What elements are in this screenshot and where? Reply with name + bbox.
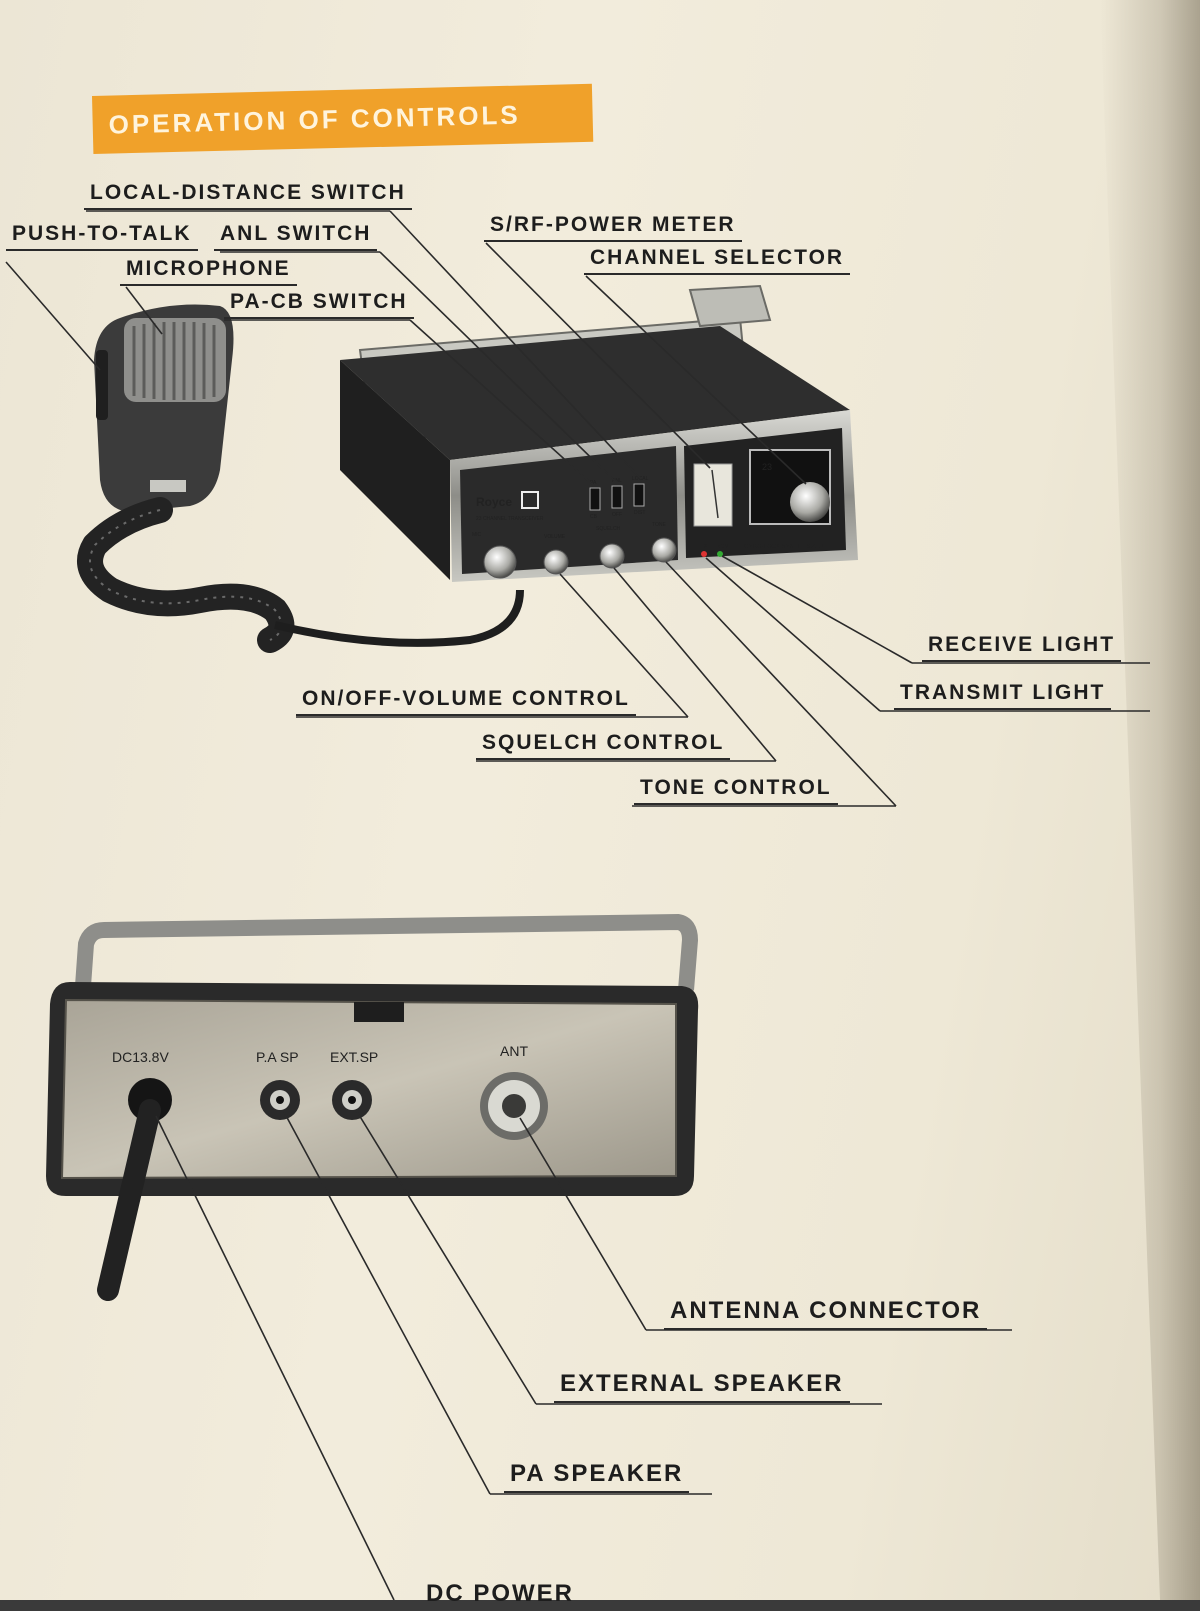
callout-microphone: MICROPHONE [120, 257, 297, 286]
switch-anl-label: ANL [612, 478, 622, 484]
switch-local-label: LOCAL [632, 476, 649, 482]
volume-label: VOLUME [544, 534, 566, 540]
squelch-label: SQUELCH [596, 526, 621, 532]
tone-label: TONE [652, 522, 666, 528]
callout-anl-switch: ANL SWITCH [214, 222, 378, 251]
callout-squelch-control: SQUELCH CONTROL [476, 731, 731, 760]
callout-transmit-light: TRANSMIT LIGHT [894, 681, 1112, 710]
callout-pa-cb-switch: PA-CB SWITCH [224, 290, 414, 319]
switch-pa-label: PA [590, 480, 597, 486]
brand-label: Royce [476, 495, 512, 509]
callout-receive-light: RECEIVE LIGHT [922, 633, 1122, 662]
mic-jack-label: MIC [472, 532, 482, 538]
callout-channel-selector: CHANNEL SELECTOR [584, 246, 851, 275]
transceiver-rear-illustration: DC13.8V P.A SP EXT.SP ANT [46, 913, 699, 1301]
leader-lines [5, 210, 1150, 1600]
switch-off-label: OFF [612, 512, 622, 518]
callout-tone-control: TONE CONTROL [634, 776, 838, 805]
switch-cb-label: CB [590, 514, 598, 520]
callout-dc-power: DC POWER [426, 1580, 574, 1607]
callout-antenna-connector: ANTENNA CONNECTOR [664, 1297, 988, 1330]
synth-label: GYRO-LOCK SYNTHESIZER [744, 544, 824, 550]
ext-sp-jack-label: EXT.SP [330, 1049, 378, 1065]
switch-dist-label: DIST [634, 510, 645, 516]
callout-local-distance-switch: LOCAL-DISTANCE SWITCH [84, 181, 412, 210]
pa-sp-jack-label: P.A SP [256, 1049, 299, 1065]
rcv-label: RCV [716, 544, 729, 550]
tx-label: TX [700, 544, 708, 550]
callout-external-speaker: EXTERNAL SPEAKER [554, 1370, 850, 1403]
callout-on-off-volume-control: ON/OFF-VOLUME CONTROL [296, 687, 636, 716]
ant-jack-label: ANT [500, 1043, 528, 1059]
microphone-illustration [77, 304, 524, 653]
callout-s-rf-power-meter: S/RF-POWER METER [484, 213, 742, 242]
callout-pa-speaker: PA SPEAKER [504, 1460, 690, 1493]
channel-number: 23 [762, 462, 772, 472]
model-label: 23 CHANNEL TRANSCEIVER [476, 516, 544, 522]
dc-jack-label: DC13.8V [112, 1049, 169, 1065]
callout-push-to-talk: PUSH-TO-TALK [6, 222, 198, 251]
